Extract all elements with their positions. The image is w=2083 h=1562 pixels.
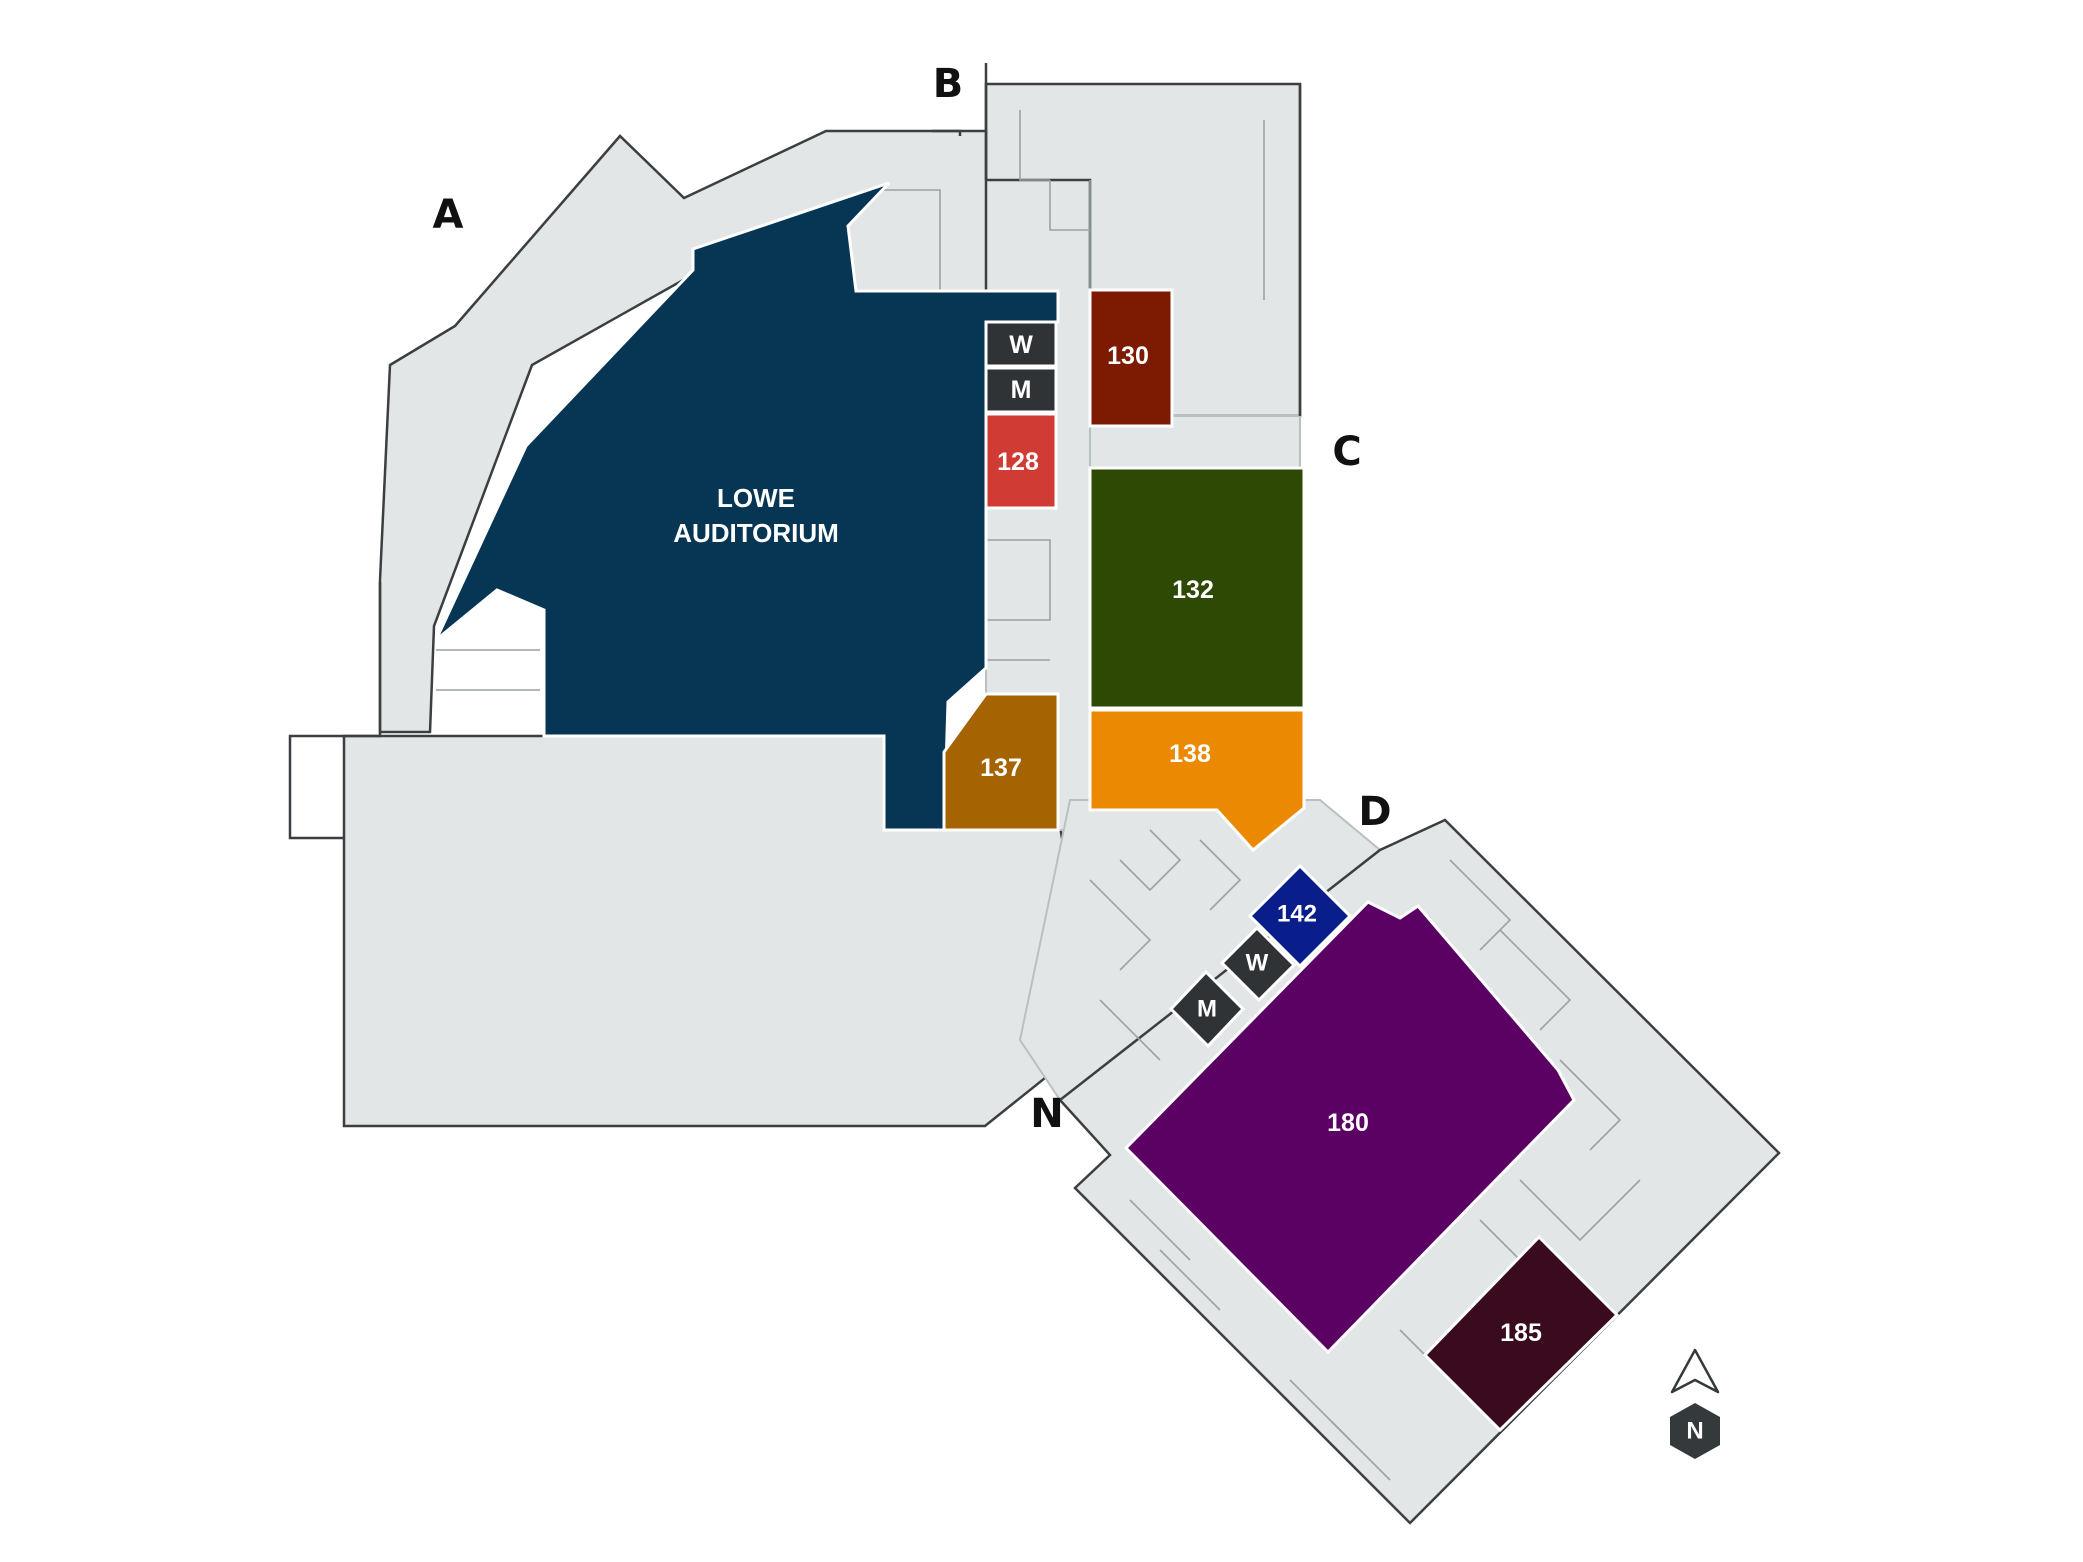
room-128[interactable] [984, 412, 1058, 510]
room-185-label: 185 [1500, 1319, 1542, 1347]
auditorium-label-line1: LOWE [717, 483, 795, 513]
room-130-label: 130 [1107, 342, 1149, 370]
room-w-lower-label: W [1246, 950, 1269, 977]
room-132[interactable] [1088, 466, 1306, 710]
room-w-upper[interactable] [984, 320, 1058, 368]
entrance-labels: A B C D N [433, 61, 1392, 1137]
room-w-upper-label: W [1009, 331, 1033, 359]
room-180[interactable] [1123, 900, 1576, 1355]
entrance-d[interactable]: D [1358, 789, 1391, 835]
entrance-n[interactable]: N [1030, 1091, 1063, 1137]
room-137-label: 137 [980, 754, 1022, 782]
north-compass: N [1670, 1348, 1720, 1459]
entrance-b[interactable]: B [933, 61, 964, 107]
room-m-lower[interactable] [1168, 969, 1246, 1049]
compass-label: N [1686, 1418, 1703, 1445]
room-128-label: 128 [997, 448, 1039, 476]
room-m-upper-label: M [1011, 376, 1032, 404]
room-142[interactable] [1247, 863, 1353, 969]
room-137[interactable] [942, 692, 1060, 832]
compass-hexagon-icon [1670, 1403, 1720, 1459]
room-138-label: 138 [1169, 740, 1211, 768]
auditorium-label-line2: AUDITORIUM [673, 518, 839, 548]
room-132-label: 132 [1172, 576, 1214, 604]
room-m-lower-label: M [1197, 996, 1217, 1023]
entrance-c[interactable]: C [1332, 429, 1361, 475]
room-130[interactable] [1088, 288, 1174, 428]
room-labels: LOWE AUDITORIUM W M 128 130 132 137 138 … [673, 331, 1542, 1347]
room-w-lower[interactable] [1219, 925, 1297, 1003]
room-180-label: 180 [1327, 1109, 1369, 1137]
entrance-a[interactable]: A [433, 192, 464, 238]
room-185[interactable] [1422, 1234, 1620, 1433]
north-arrow-icon [1670, 1348, 1720, 1394]
west-curtain-wall [288, 582, 382, 840]
rooms [434, 181, 1620, 1433]
room-142-label: 142 [1277, 901, 1317, 928]
room-138[interactable] [1088, 708, 1306, 853]
room-m-upper[interactable] [984, 366, 1058, 414]
